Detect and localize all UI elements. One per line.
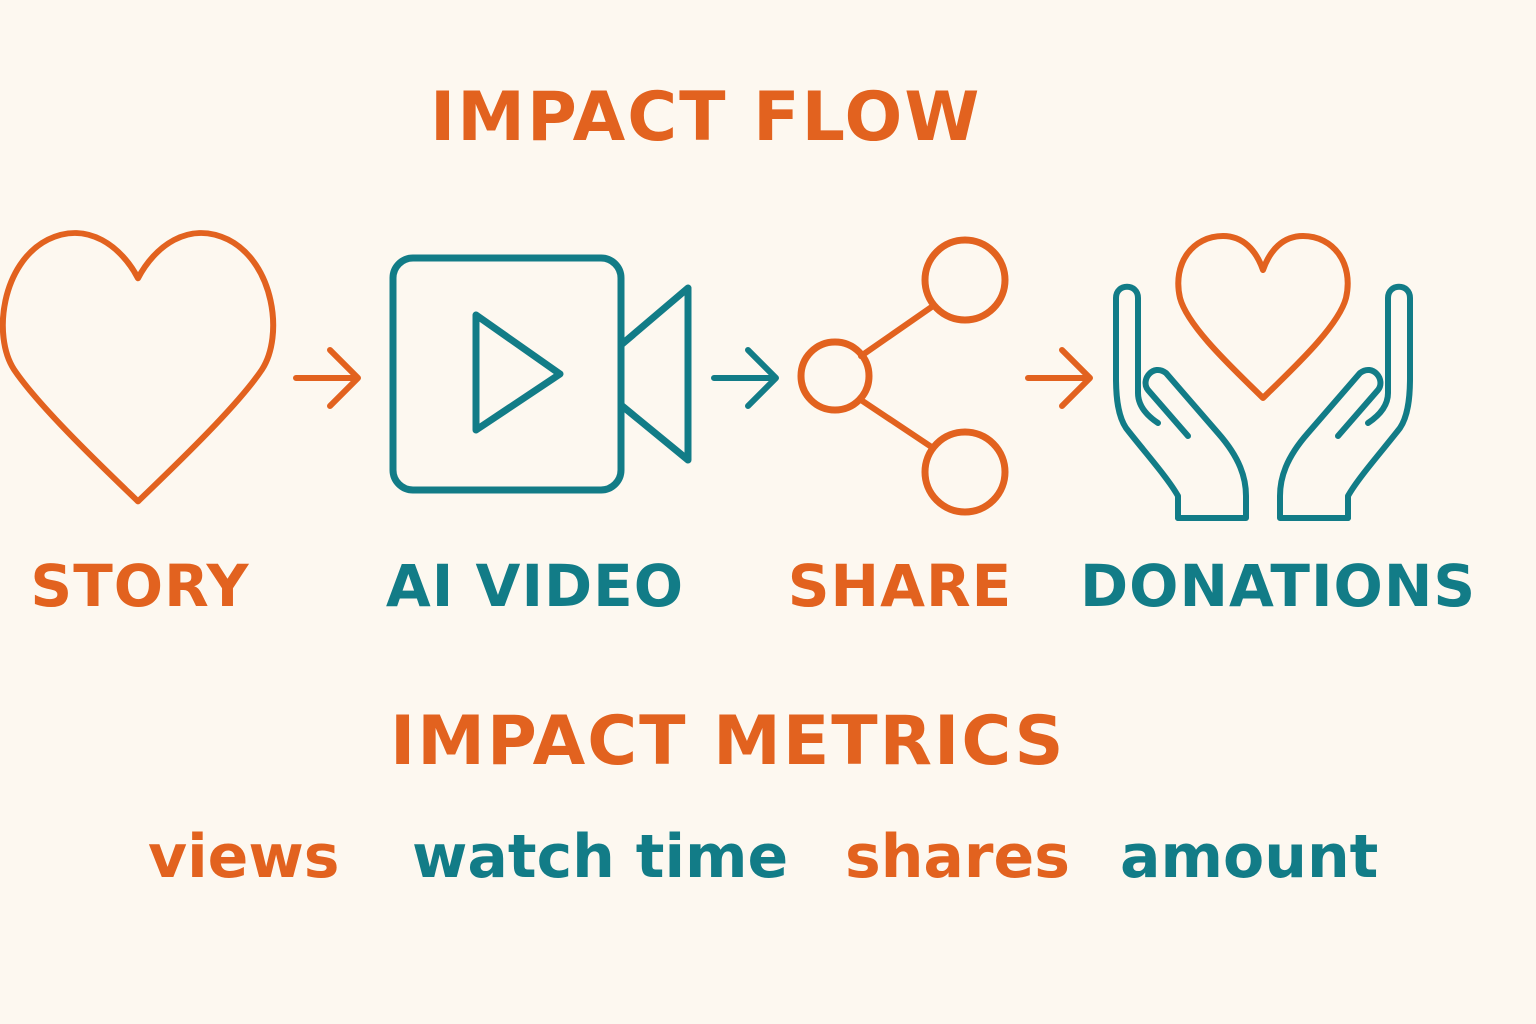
share-icon: [797, 236, 1009, 516]
step-label-story: STORY: [30, 552, 250, 620]
hands-heart-icon: [1113, 233, 1413, 521]
heart-icon: [0, 230, 277, 505]
arrow-right-icon: [293, 347, 361, 409]
metric-watch-time: watch time: [412, 822, 789, 892]
video-camera-icon: [389, 254, 692, 494]
metric-amount: amount: [1120, 822, 1379, 892]
step-label-donations: DONATIONS: [1080, 552, 1477, 620]
flow-title: IMPACT FLOW: [430, 78, 982, 157]
metrics-title: IMPACT METRICS: [390, 702, 1066, 781]
arrow-right-icon: [711, 347, 779, 409]
arrow-right-icon: [1025, 347, 1093, 409]
metric-views: views: [148, 822, 340, 892]
metric-shares: shares: [845, 822, 1070, 892]
step-label-ai-video: AI VIDEO: [385, 552, 685, 620]
step-label-share: SHARE: [787, 552, 1013, 620]
